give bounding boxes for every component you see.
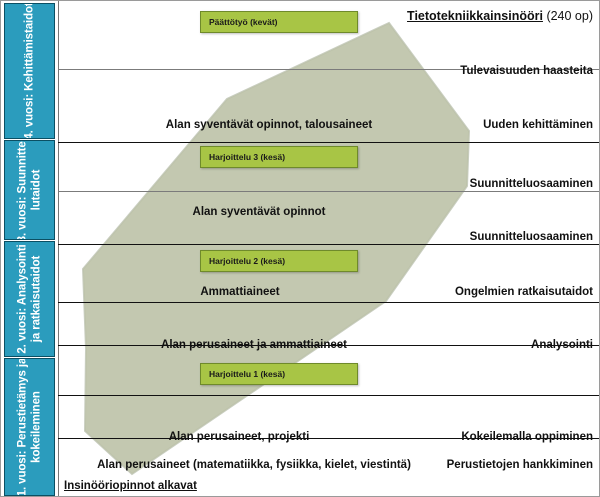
course-label-basic-project: Alan perusaineet, projekti — [168, 431, 310, 443]
grid-line-6 — [58, 345, 599, 346]
sidebar-item-label: 4. vuosi: Kehittämistaidot — [23, 3, 36, 139]
sidebar-item-label: 2. vuosi: Analysointi ja ratkaisutaidot — [16, 244, 43, 354]
sidebar-item-year-2[interactable]: 2. vuosi: Analysointi ja ratkaisutaidot — [4, 241, 55, 357]
practice-box-3[interactable]: Harjoittelu 3 (kesä) — [200, 146, 358, 168]
skill-label-developing-new: Uuden kehittäminen — [483, 119, 593, 131]
skill-label-design-competence-2: Suunnitteluosaaminen — [469, 231, 593, 243]
skill-label-learning-by-doing: Kokeilemalla oppiminen — [461, 431, 593, 443]
practice-box-label: Harjoittelu 1 (kesä) — [209, 369, 286, 379]
page-title: Tietotekniikkainsinööri (240 op) — [407, 9, 593, 23]
grid-left-separator — [58, 1, 59, 496]
studies-start-note: Insinööriopinnot alkavat — [64, 480, 197, 492]
course-label-advanced-studies: Alan syventävät opinnot — [192, 206, 326, 218]
practice-box-label: Päättötyö (kevät) — [209, 17, 278, 27]
sidebar-item-label: 1. vuosi: Perustietämys ja kokeileminen — [16, 358, 43, 496]
page-title-credits: (240 op) — [546, 9, 593, 23]
skill-label-design-competence-1: Suunnitteluosaaminen — [469, 178, 593, 190]
sidebar-item-year-3[interactable]: 3. vuosi: Suunnitte- lutaidot — [4, 140, 55, 240]
practice-box-1[interactable]: Harjoittelu 1 (kesä) — [200, 363, 358, 385]
course-label-advanced-economics: Alan syventävät opinnot, talousaineet — [165, 119, 373, 131]
grid-line-1 — [58, 69, 599, 70]
skill-label-analysis: Analysointi — [531, 339, 593, 351]
course-label-professional-subjects: Ammattiaineet — [200, 286, 280, 298]
skill-label-future-challenges: Tulevaisuuden haasteita — [460, 65, 593, 77]
page-title-program: Tietotekniikkainsinööri — [407, 9, 543, 23]
timeline-grid — [58, 1, 599, 496]
grid-line-3 — [58, 191, 599, 192]
practice-box-label: Harjoittelu 3 (kesä) — [209, 152, 286, 162]
skill-label-acquiring-basics: Perustietojen hankkiminen — [446, 459, 593, 471]
course-label-basic-subjects: Alan perusaineet (matematiikka, fysiikka… — [97, 459, 411, 471]
practice-box-2[interactable]: Harjoittelu 2 (kesä) — [200, 250, 358, 272]
course-label-basic-and-professional: Alan perusaineet ja ammattiaineet — [161, 339, 347, 351]
skill-label-problem-solving: Ongelmien ratkaisutaidot — [454, 286, 593, 298]
grid-line-7 — [58, 395, 599, 396]
year-sidebar: 4. vuosi: Kehittämistaidot 3. vuosi: Suu… — [1, 1, 58, 496]
sidebar-item-year-1[interactable]: 1. vuosi: Perustietämys ja kokeileminen — [4, 358, 55, 496]
practice-box-label: Harjoittelu 2 (kesä) — [209, 256, 286, 266]
sidebar-item-year-4[interactable]: 4. vuosi: Kehittämistaidot — [4, 3, 55, 139]
grid-line-5 — [58, 302, 599, 303]
grid-line-8 — [58, 438, 599, 439]
practice-box-thesis[interactable]: Päättötyö (kevät) — [200, 11, 358, 33]
sidebar-item-label: 3. vuosi: Suunnitte- lutaidot — [16, 140, 43, 240]
grid-line-4 — [58, 244, 599, 245]
grid-line-2 — [58, 142, 599, 143]
